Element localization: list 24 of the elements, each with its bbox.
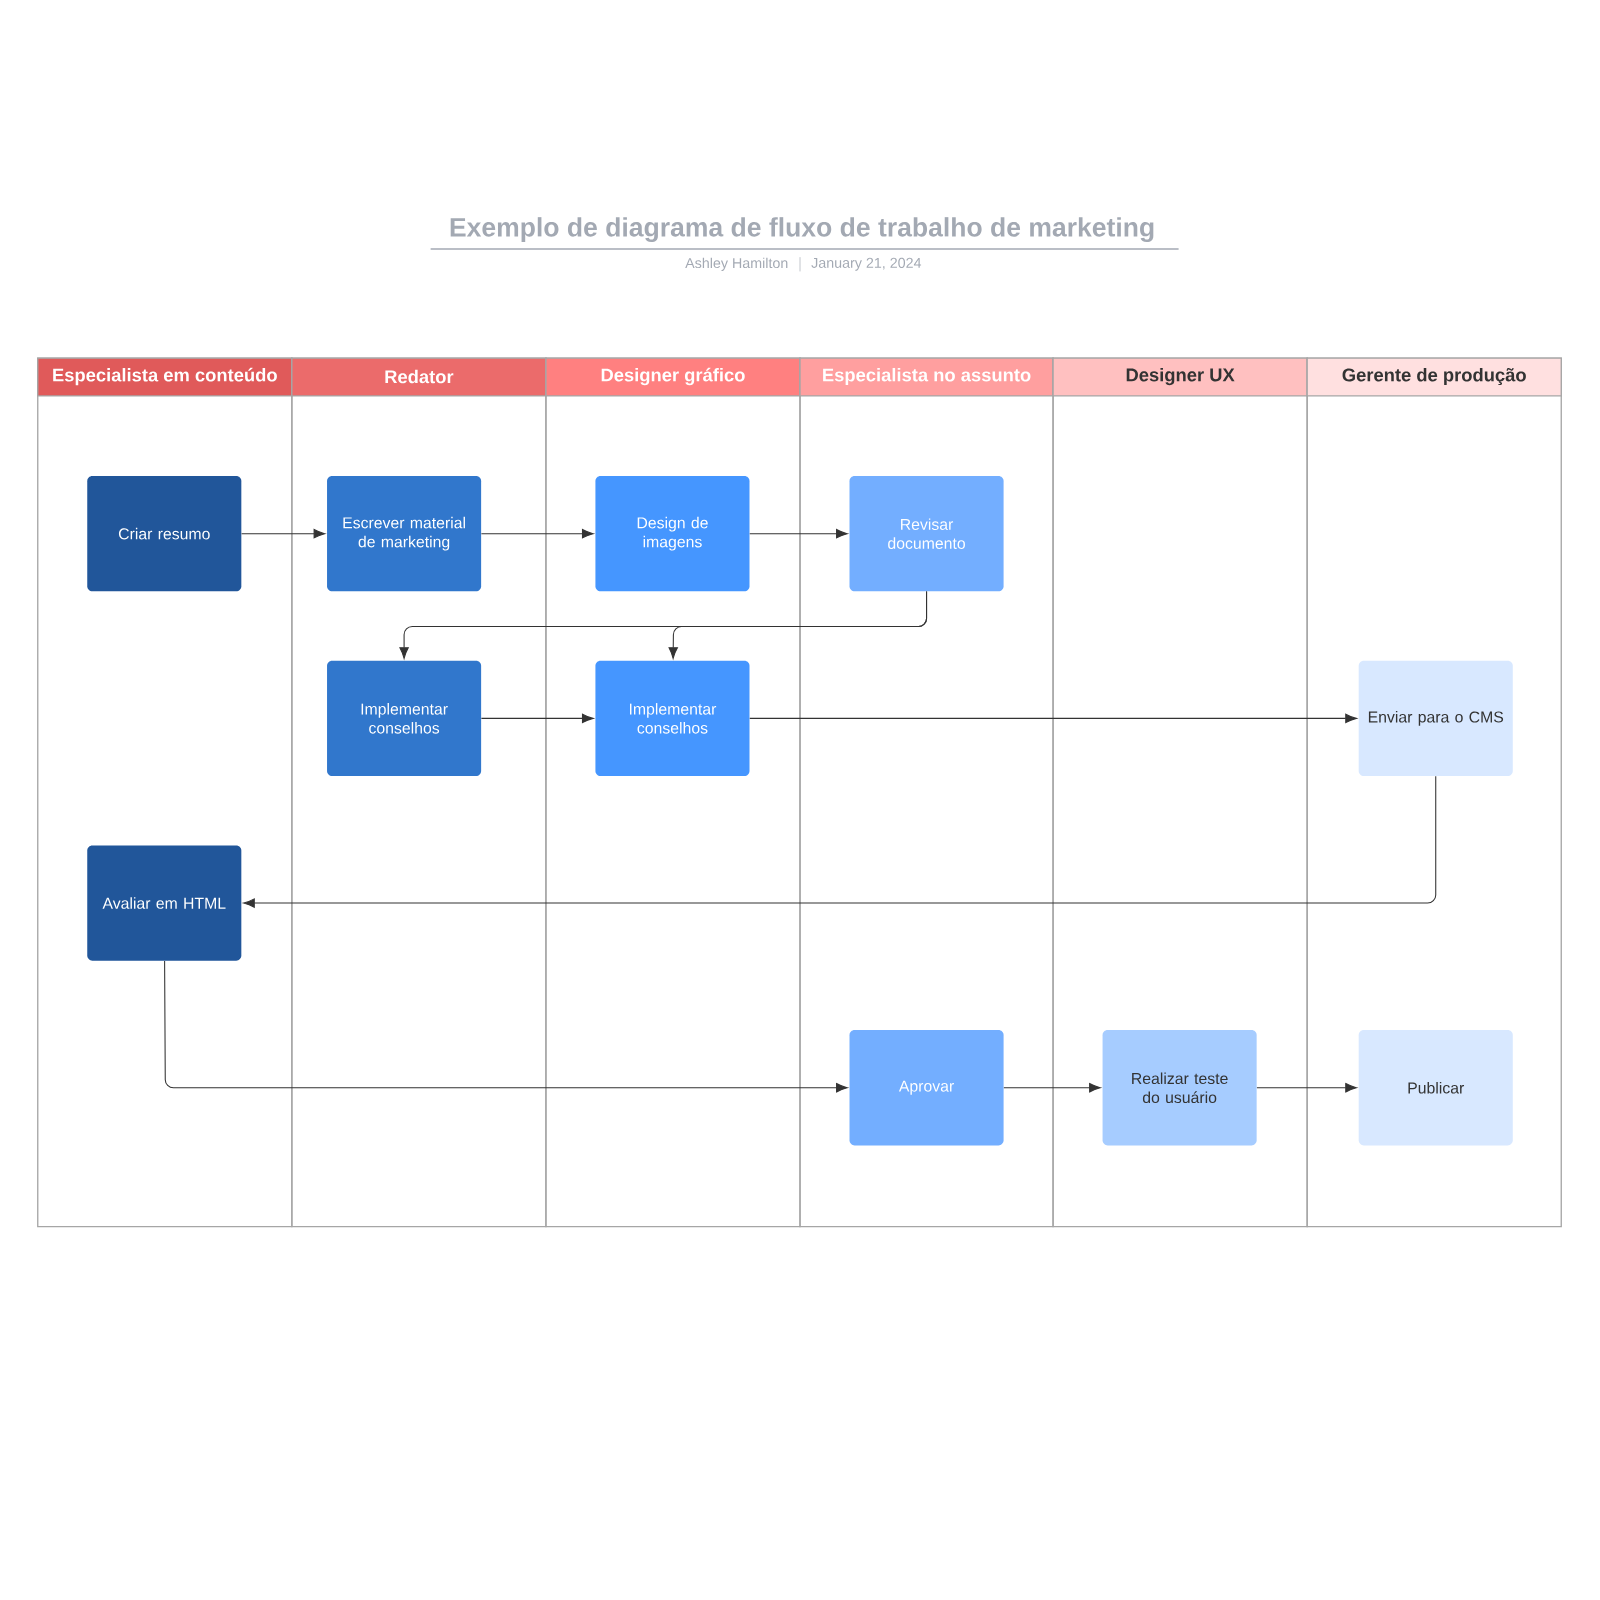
process-box: Revisar documento bbox=[849, 476, 1004, 592]
arrow bbox=[668, 591, 928, 659]
arrow bbox=[480, 713, 594, 724]
arrow bbox=[749, 528, 848, 539]
arrow bbox=[480, 528, 594, 539]
title: Exemplo de diagrama de fluxo de trabalho de marketing bbox=[450, 217, 1154, 242]
byline-text: Ashley Hamilton bbox=[685, 257, 788, 271]
arrow bbox=[241, 528, 326, 539]
arrow bbox=[1256, 1083, 1357, 1093]
process-box: Escrever material de marketing bbox=[327, 476, 482, 592]
process-box: Implementar conselhos bbox=[595, 660, 750, 777]
arrow bbox=[164, 960, 848, 1093]
arrow bbox=[243, 775, 1437, 908]
arrow bbox=[749, 713, 1357, 724]
process-box: Design de imagens bbox=[595, 476, 750, 592]
process-box: Publicar bbox=[1358, 1030, 1513, 1146]
process-box: Implementar conselhos bbox=[327, 660, 482, 777]
byline-text: January 21, 2024 bbox=[811, 257, 922, 271]
process-box: Criar resumo bbox=[87, 476, 242, 592]
arrow bbox=[1003, 1083, 1101, 1093]
process-box: Realizar teste do usuário bbox=[1102, 1030, 1257, 1146]
process-box: Enviar para o CMS bbox=[1358, 660, 1513, 777]
process-box: Aprovar bbox=[849, 1030, 1004, 1146]
process-box: Avaliar em HTML bbox=[87, 845, 242, 961]
